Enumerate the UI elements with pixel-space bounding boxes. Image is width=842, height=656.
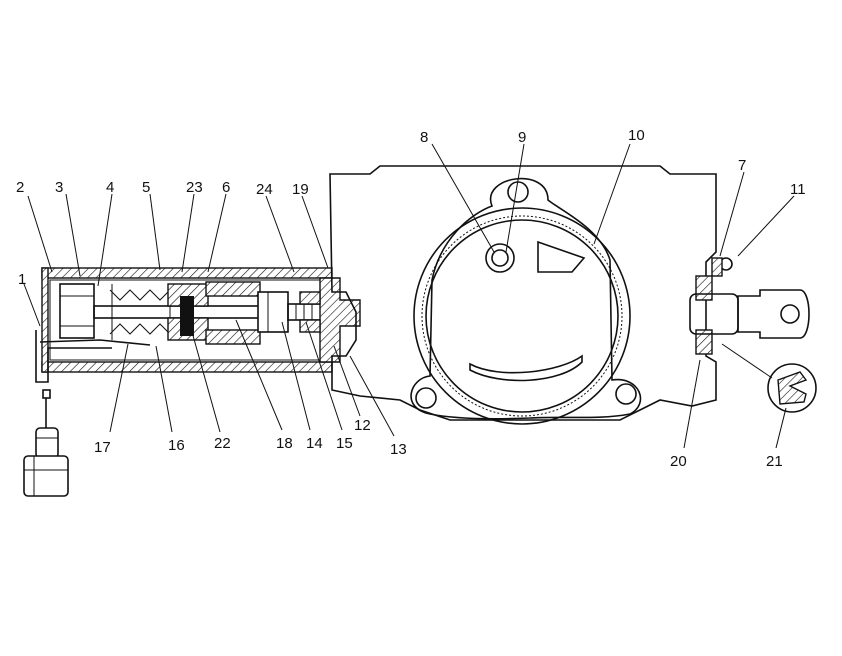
callout-12: 12 [354,417,371,434]
callout-6: 6 [222,179,230,196]
callout-3: 3 [55,179,63,196]
callout-19: 19 [292,181,309,198]
callout-21: 21 [766,453,783,470]
callout-5: 5 [142,179,150,196]
main-housing [329,165,717,425]
callout-4: 4 [106,179,114,196]
leader-lines [23,143,795,449]
callout-22: 22 [214,435,231,452]
output-shaft [689,257,810,355]
callout-11: 11 [790,181,806,198]
callout-15: 15 [336,435,353,452]
sensor-connector [23,389,69,497]
callout-2: 2 [16,179,24,196]
callout-17: 17 [94,439,111,456]
callout-8: 8 [420,129,428,146]
cylinder-assembly [35,267,361,383]
callout-7: 7 [738,157,746,174]
callout-24: 24 [256,181,273,198]
callout-14: 14 [306,435,323,452]
callout-1: 1 [18,271,26,288]
callout-labels: 1 2 3 4 5 23 6 24 19 17 16 22 18 14 15 1… [16,127,806,470]
callout-20: 20 [670,453,687,470]
callout-18: 18 [276,435,293,452]
callout-23: 23 [186,179,203,196]
seal-detail [767,363,817,413]
callout-10: 10 [628,127,645,144]
callout-9: 9 [518,129,526,146]
callout-16: 16 [168,437,185,454]
callout-13: 13 [390,441,407,458]
